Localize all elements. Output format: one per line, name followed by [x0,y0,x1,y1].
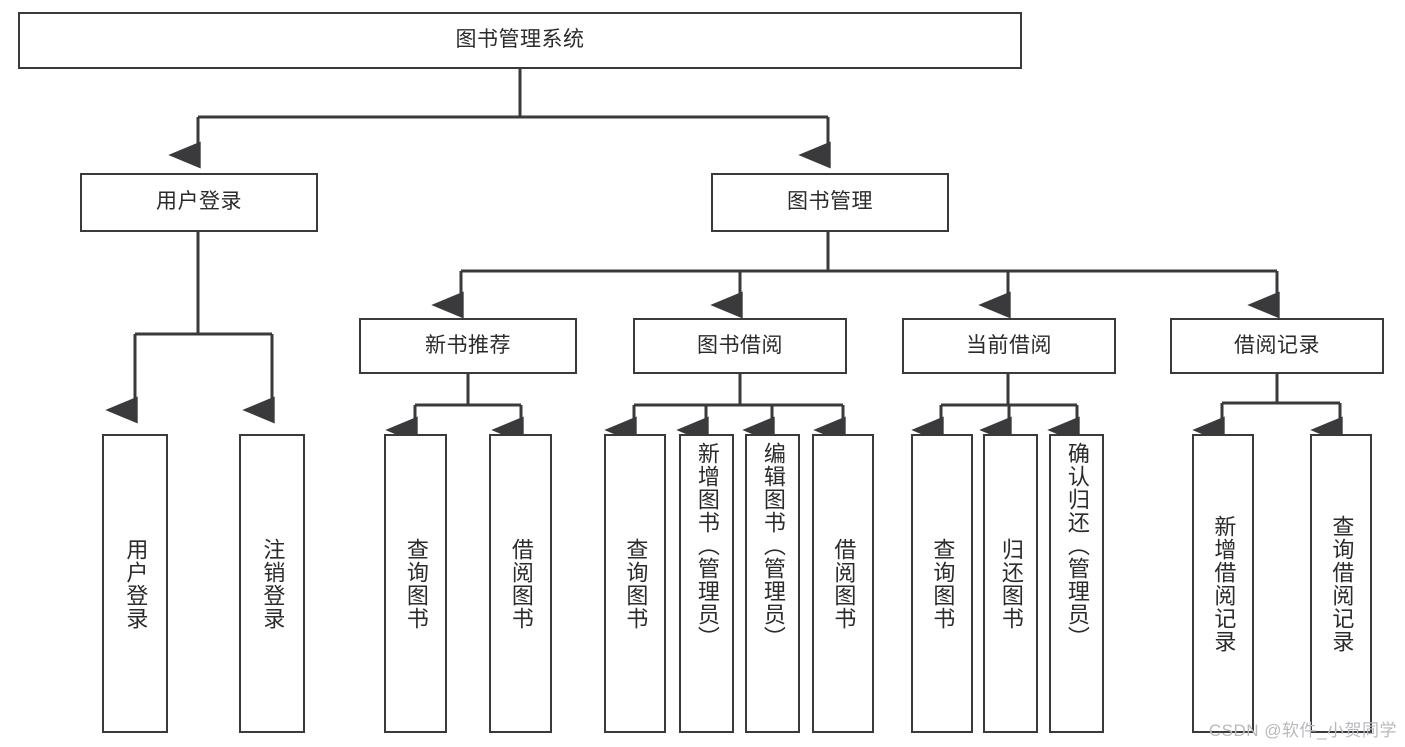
leaf-current-borrow-return-book[interactable]: 归还图书 [983,434,1038,733]
node-label: 查询图书 [930,537,956,630]
node-label: 图书管理 [787,190,873,214]
node-label: 新书推荐 [425,333,511,357]
node-label: 确认归还（管理员） [1064,442,1090,649]
node-label: 查询图书 [623,537,649,630]
watermark-text: CSDN @软件_小贺同学 [1208,721,1397,740]
node-label: 当前借阅 [966,333,1052,357]
node-label: 用户登录 [123,537,149,630]
node-current-borrow[interactable]: 当前借阅 [902,318,1116,374]
leaf-book-borrow-query-book[interactable]: 查询图书 [604,434,666,733]
node-label: 用户登录 [156,190,242,214]
node-user-login[interactable]: 用户登录 [80,173,318,232]
leaf-borrow-record-query-record[interactable]: 查询借阅记录 [1310,434,1372,733]
leaf-current-borrow-query-book[interactable]: 查询图书 [911,434,973,733]
node-label: 注销登录 [260,537,286,630]
node-root-book-management-system[interactable]: 图书管理系统 [18,12,1022,69]
node-label: 归还图书 [998,537,1024,630]
node-label: 查询图书 [403,537,429,630]
leaf-new-book-query-book[interactable]: 查询图书 [384,434,447,733]
node-label: 查询借阅记录 [1329,514,1355,653]
node-label: 借阅图书 [831,537,857,630]
node-label: 借阅记录 [1234,333,1320,357]
leaf-book-borrow-add-book-admin[interactable]: 新增图书（管理员） [679,434,734,733]
leaf-user-login-logout[interactable]: 注销登录 [239,434,305,733]
node-book-management[interactable]: 图书管理 [711,173,949,232]
leaf-book-borrow-borrow-book[interactable]: 借阅图书 [812,434,874,733]
leaf-book-borrow-edit-book-admin[interactable]: 编辑图书（管理员） [745,434,800,733]
node-label: 图书管理系统 [455,28,585,52]
leaf-user-login-login[interactable]: 用户登录 [102,434,168,733]
leaf-borrow-record-add-record[interactable]: 新增借阅记录 [1192,434,1254,733]
node-label: 新增图书（管理员） [694,442,720,649]
node-label: 图书借阅 [697,333,783,357]
node-book-borrow[interactable]: 图书借阅 [633,318,847,374]
node-borrow-record[interactable]: 借阅记录 [1170,318,1384,374]
node-label: 借阅图书 [508,537,534,630]
node-label: 编辑图书（管理员） [760,442,786,649]
leaf-new-book-borrow-book[interactable]: 借阅图书 [489,434,552,733]
node-label: 新增借阅记录 [1211,514,1237,653]
node-new-book-recommend[interactable]: 新书推荐 [359,318,577,374]
leaf-current-borrow-confirm-return-admin[interactable]: 确认归还（管理员） [1049,434,1104,733]
